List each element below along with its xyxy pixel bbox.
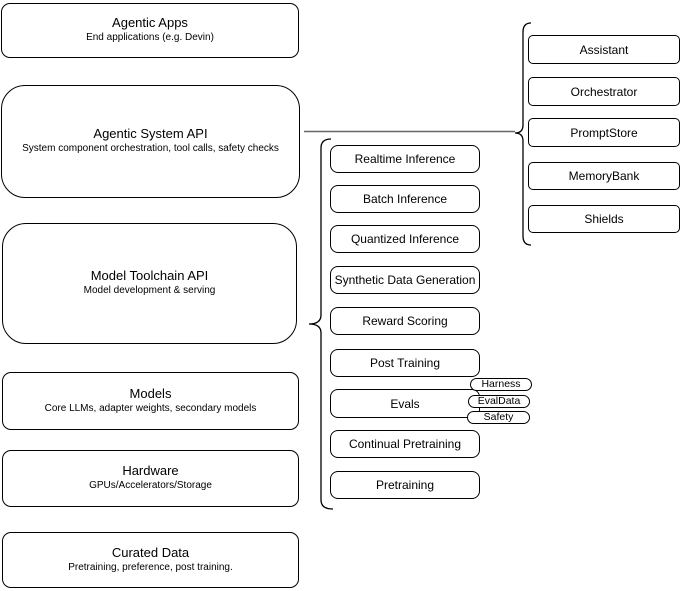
node-label: Realtime Inference xyxy=(354,152,456,166)
node-quantized-inference: Quantized Inference xyxy=(330,225,480,253)
node-title: Models xyxy=(129,385,172,401)
node-title: Curated Data xyxy=(111,544,190,560)
node-label: Continual Pretraining xyxy=(348,437,462,451)
node-curated-data: Curated Data Pretraining, preference, po… xyxy=(2,532,299,588)
node-subtitle: Model development & serving xyxy=(83,285,216,297)
node-orchestrator: Orchestrator xyxy=(528,77,680,106)
node-title: Hardware xyxy=(122,463,179,479)
node-label: Quantized Inference xyxy=(350,232,460,246)
pill-label: Harness xyxy=(481,378,521,391)
pill-evaldata: EvalData xyxy=(468,395,530,408)
node-evals: Evals xyxy=(330,389,480,418)
node-label: Reward Scoring xyxy=(362,314,448,328)
node-label: Evals xyxy=(390,396,420,411)
node-pretraining: Pretraining xyxy=(330,471,480,499)
pill-safety: Safety xyxy=(467,411,530,424)
node-models: Models Core LLMs, adapter weights, secon… xyxy=(2,372,299,430)
node-subtitle: System component orchestration, tool cal… xyxy=(22,143,279,155)
node-model-toolchain-api: Model Toolchain API Model development & … xyxy=(2,223,297,344)
node-label: Batch Inference xyxy=(362,192,448,206)
node-label: PromptStore xyxy=(570,125,638,140)
node-subtitle: Core LLMs, adapter weights, secondary mo… xyxy=(44,402,257,414)
node-agentic-system-api: Agentic System API System component orch… xyxy=(1,85,300,198)
node-title: Agentic System API xyxy=(93,126,208,142)
node-label: Synthetic Data Generation xyxy=(334,273,476,287)
node-title: Agentic Apps xyxy=(112,15,188,31)
node-label: Orchestrator xyxy=(570,84,638,99)
pill-label: EvalData xyxy=(477,395,521,408)
node-memorybank: MemoryBank xyxy=(528,162,680,190)
node-label: MemoryBank xyxy=(568,169,640,183)
node-realtime-inference: Realtime Inference xyxy=(330,145,480,173)
node-promptstore: PromptStore xyxy=(528,118,680,147)
node-hardware: Hardware GPUs/Accelerators/Storage xyxy=(2,450,299,507)
node-title: Model Toolchain API xyxy=(90,268,209,284)
node-batch-inference: Batch Inference xyxy=(330,185,480,213)
node-synthetic-data-generation: Synthetic Data Generation xyxy=(330,266,480,294)
node-assistant: Assistant xyxy=(528,35,680,64)
node-label: Post Training xyxy=(369,356,441,370)
node-label: Assistant xyxy=(579,42,629,57)
pill-label: Safety xyxy=(483,411,514,424)
node-subtitle: End applications (e.g. Devin) xyxy=(86,32,214,44)
node-post-training: Post Training xyxy=(330,349,480,377)
node-shields: Shields xyxy=(528,205,680,233)
node-continual-pretraining: Continual Pretraining xyxy=(330,430,480,458)
node-subtitle: Pretraining, preference, post training. xyxy=(68,561,233,573)
node-subtitle: GPUs/Accelerators/Storage xyxy=(89,480,212,492)
node-label: Pretraining xyxy=(375,478,435,492)
node-label: Shields xyxy=(584,212,624,226)
node-reward-scoring: Reward Scoring xyxy=(330,307,480,335)
pill-harness: Harness xyxy=(470,378,532,391)
node-agentic-apps: Agentic Apps End applications (e.g. Devi… xyxy=(1,3,299,58)
